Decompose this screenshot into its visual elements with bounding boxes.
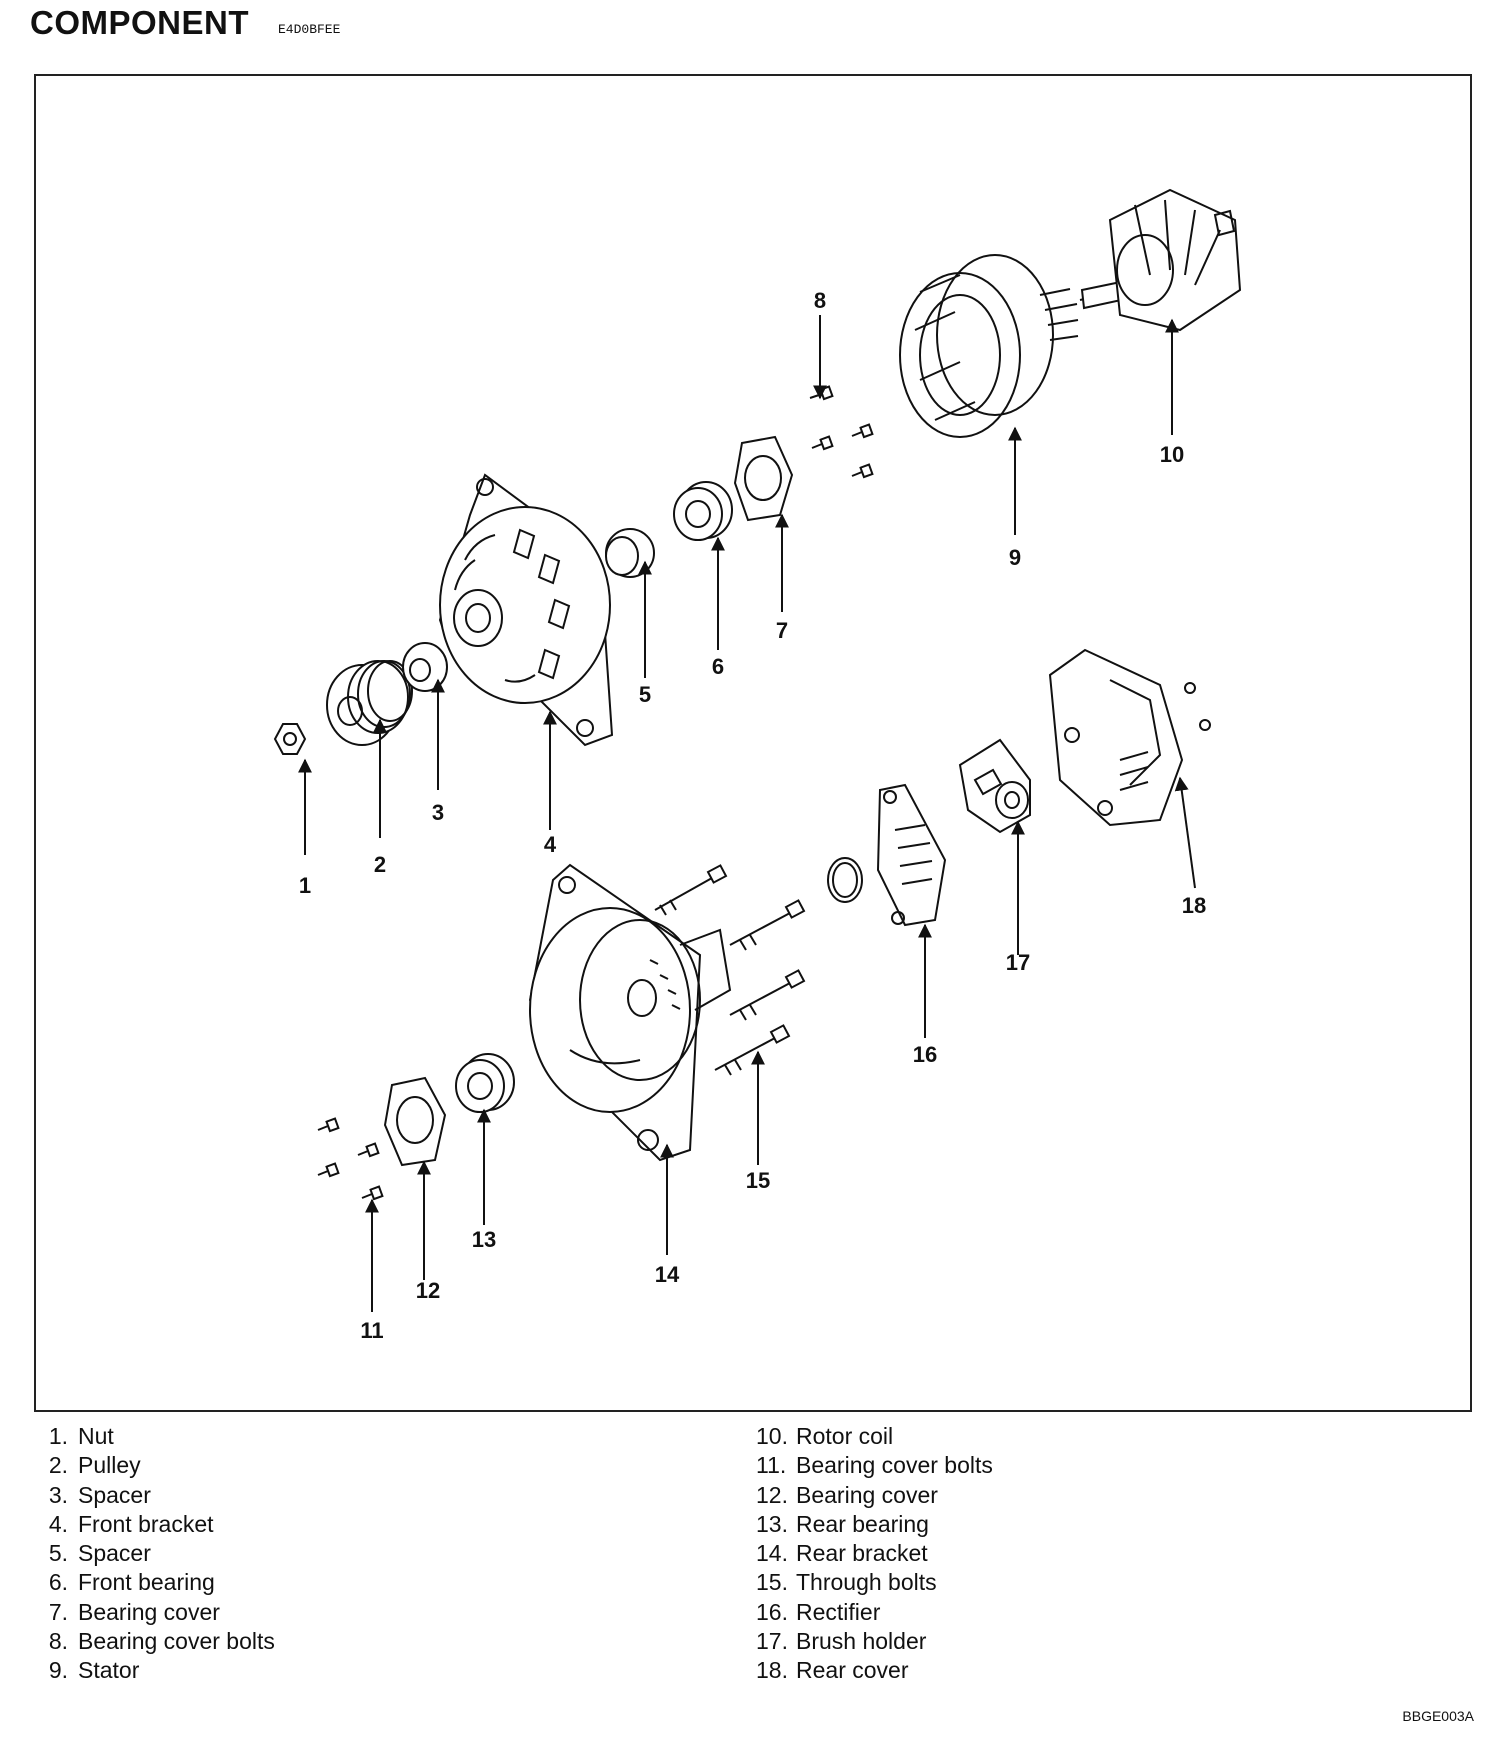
figure-code: BBGE003A: [1402, 1708, 1474, 1724]
rear-bearing-part: [455, 1053, 515, 1113]
callout-11: 11: [360, 1318, 383, 1343]
callout-15: 15: [746, 1168, 770, 1193]
callout-17: 17: [1006, 950, 1030, 975]
legend-item: 12.Bearing cover: [756, 1481, 938, 1508]
legend-item: 18.Rear cover: [756, 1657, 909, 1684]
legend-item: 3.Spacer: [48, 1481, 151, 1508]
legend-item: 13.Rear bearing: [756, 1510, 929, 1537]
o-ring-part: [827, 857, 863, 903]
callout-4: 4: [544, 832, 557, 857]
callout-6: 6: [712, 654, 724, 679]
callout-16: 16: [913, 1042, 937, 1067]
front-bearing-cover-part: [733, 435, 794, 522]
leader-arrows: [298, 315, 1196, 1312]
callout-14: 14: [655, 1262, 680, 1287]
callout-8: 8: [814, 288, 826, 313]
legend-item: 6.Front bearing: [48, 1569, 215, 1596]
callout-12: 12: [416, 1278, 440, 1303]
callout-3: 3: [432, 800, 444, 825]
brush-holder-part: [958, 738, 1031, 834]
callout-2: 2: [374, 852, 386, 877]
legend-item: 2.Pulley: [48, 1452, 141, 1479]
rear-cover-bolts-part: [317, 1117, 384, 1201]
page-title: COMPONENT: [30, 4, 249, 41]
callout-10: 10: [1160, 442, 1184, 467]
legend-item: 1.Nut: [48, 1423, 114, 1449]
front-bracket-part: [438, 473, 614, 747]
legend-item: 16.Rectifier: [756, 1598, 881, 1625]
nut-part: [273, 723, 307, 755]
callout-1: 1: [299, 873, 311, 898]
callout-5: 5: [639, 682, 651, 707]
exploded-view-diagram: 1 2 3 4 5 6 7 8 9 10 11 12 13 14 15 16 1…: [273, 188, 1242, 1343]
callout-18: 18: [1182, 893, 1206, 918]
legend-item: 11.Bearing cover bolts: [756, 1452, 993, 1479]
legend-item: 17.Brush holder: [756, 1628, 927, 1655]
legend-item: 7.Bearing cover: [48, 1598, 220, 1625]
legend-item: 14.Rear bracket: [756, 1540, 928, 1567]
parts-legend-right: 10.Rotor coil 11.Bearing cover bolts 12.…: [756, 1422, 993, 1686]
through-bolts-part: [654, 864, 806, 1076]
section-code: E4D0BFEE: [278, 22, 341, 37]
front-bearing-part: [673, 481, 733, 541]
callout-7: 7: [776, 618, 788, 643]
stator-part: [899, 254, 1079, 438]
inner-spacer-part: [605, 528, 655, 578]
diagram-frame: [34, 74, 1472, 1412]
callout-9: 9: [1009, 545, 1021, 570]
rear-bearing-cover-part: [383, 1076, 447, 1167]
legend-item: 9.Stator: [48, 1657, 140, 1684]
legend-item: 8.Bearing cover bolts: [48, 1628, 275, 1655]
front-cover-bolts-part: [809, 385, 874, 479]
rear-cover-part: [1048, 648, 1211, 827]
rear-bracket-part: [528, 863, 732, 1162]
rotor-coil-part: [1079, 188, 1242, 332]
callout-13: 13: [472, 1227, 496, 1252]
pulley-part: [326, 660, 413, 746]
legend-item: 5.Spacer: [48, 1540, 151, 1567]
legend-item: 4.Front bracket: [48, 1510, 214, 1537]
front-spacer-part: [402, 642, 448, 692]
legend-item: 10.Rotor coil: [756, 1423, 894, 1449]
legend-item: 15.Through bolts: [756, 1569, 937, 1596]
parts-legend-left: 1.Nut 2.Pulley 3.Spacer 4.Front bracket …: [48, 1422, 275, 1686]
rectifier-part: [876, 783, 947, 927]
